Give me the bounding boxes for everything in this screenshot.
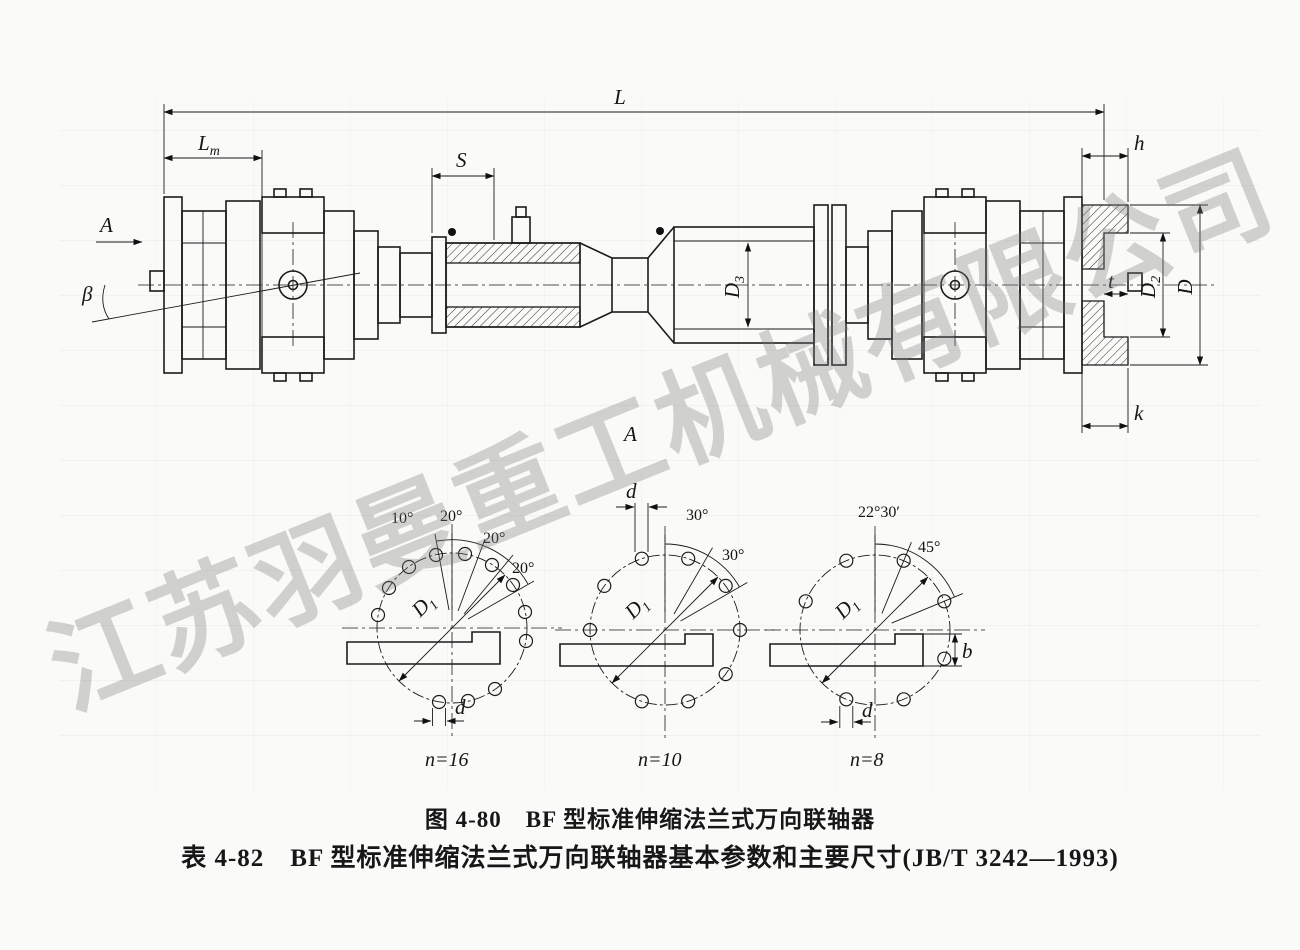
caption-n10: n=10 — [638, 749, 682, 771]
weld-dot-left — [448, 228, 456, 236]
label-D1-n10: D1 — [619, 591, 655, 627]
main-assembly-drawing — [138, 188, 1218, 382]
label-angle-10: 10° — [391, 510, 413, 527]
label-D: D — [1173, 279, 1197, 295]
label-angle-20a: 20° — [440, 508, 462, 525]
label-d-n8: d — [862, 698, 873, 722]
table-title: 表 4-82 BF 型标准伸缩法兰式万向联轴器基本参数和主要尺寸(JB/T 32… — [181, 845, 1119, 872]
label-angle-30b: 30° — [722, 547, 744, 564]
label-t: t — [1108, 269, 1115, 293]
label-Lm: Lm — [197, 131, 220, 159]
technical-drawing: L Lm S h k t D3 — [81, 85, 1218, 771]
label-L: L — [613, 85, 626, 109]
caption-n8: n=8 — [850, 749, 884, 771]
label-angle-45: 45° — [918, 539, 940, 556]
weld-dot-tube — [656, 227, 664, 235]
label-D2: D2 — [1136, 276, 1164, 299]
label-angle-2230: 22°30′ — [858, 504, 900, 521]
main-dimensions: L Lm S h k t D3 — [81, 85, 1208, 446]
label-S: S — [456, 148, 467, 172]
label-k: k — [1134, 401, 1144, 425]
caption-n16: n=16 — [425, 749, 469, 771]
label-D1-n16: D1 — [406, 589, 442, 625]
label-view-a: A — [98, 213, 113, 237]
bolt-pattern-n10: 30° 30° D1 d n=10 — [555, 479, 775, 771]
bolt-pattern-n8: 22°30′ 45° D1 b d n=8 — [765, 504, 985, 771]
figure-caption: 图 4-80 BF 型标准伸缩法兰式万向联轴器 — [424, 807, 876, 832]
label-beta: β — [81, 282, 93, 306]
label-h: h — [1134, 131, 1145, 155]
bolt-pattern-n16: 10° 20° 20° 20° D1 d n=16 — [342, 508, 562, 771]
label-angle-20c: 20° — [512, 560, 534, 577]
label-D1-n8: D1 — [829, 591, 865, 627]
label-D3: D3 — [720, 276, 748, 299]
label-angle-30a: 30° — [686, 507, 708, 524]
label-d-n16: d — [455, 695, 466, 719]
label-section-a: A — [622, 422, 637, 446]
label-d-n10: d — [626, 479, 637, 503]
label-angle-20b: 20° — [483, 530, 505, 547]
label-b-n8: b — [962, 639, 973, 663]
